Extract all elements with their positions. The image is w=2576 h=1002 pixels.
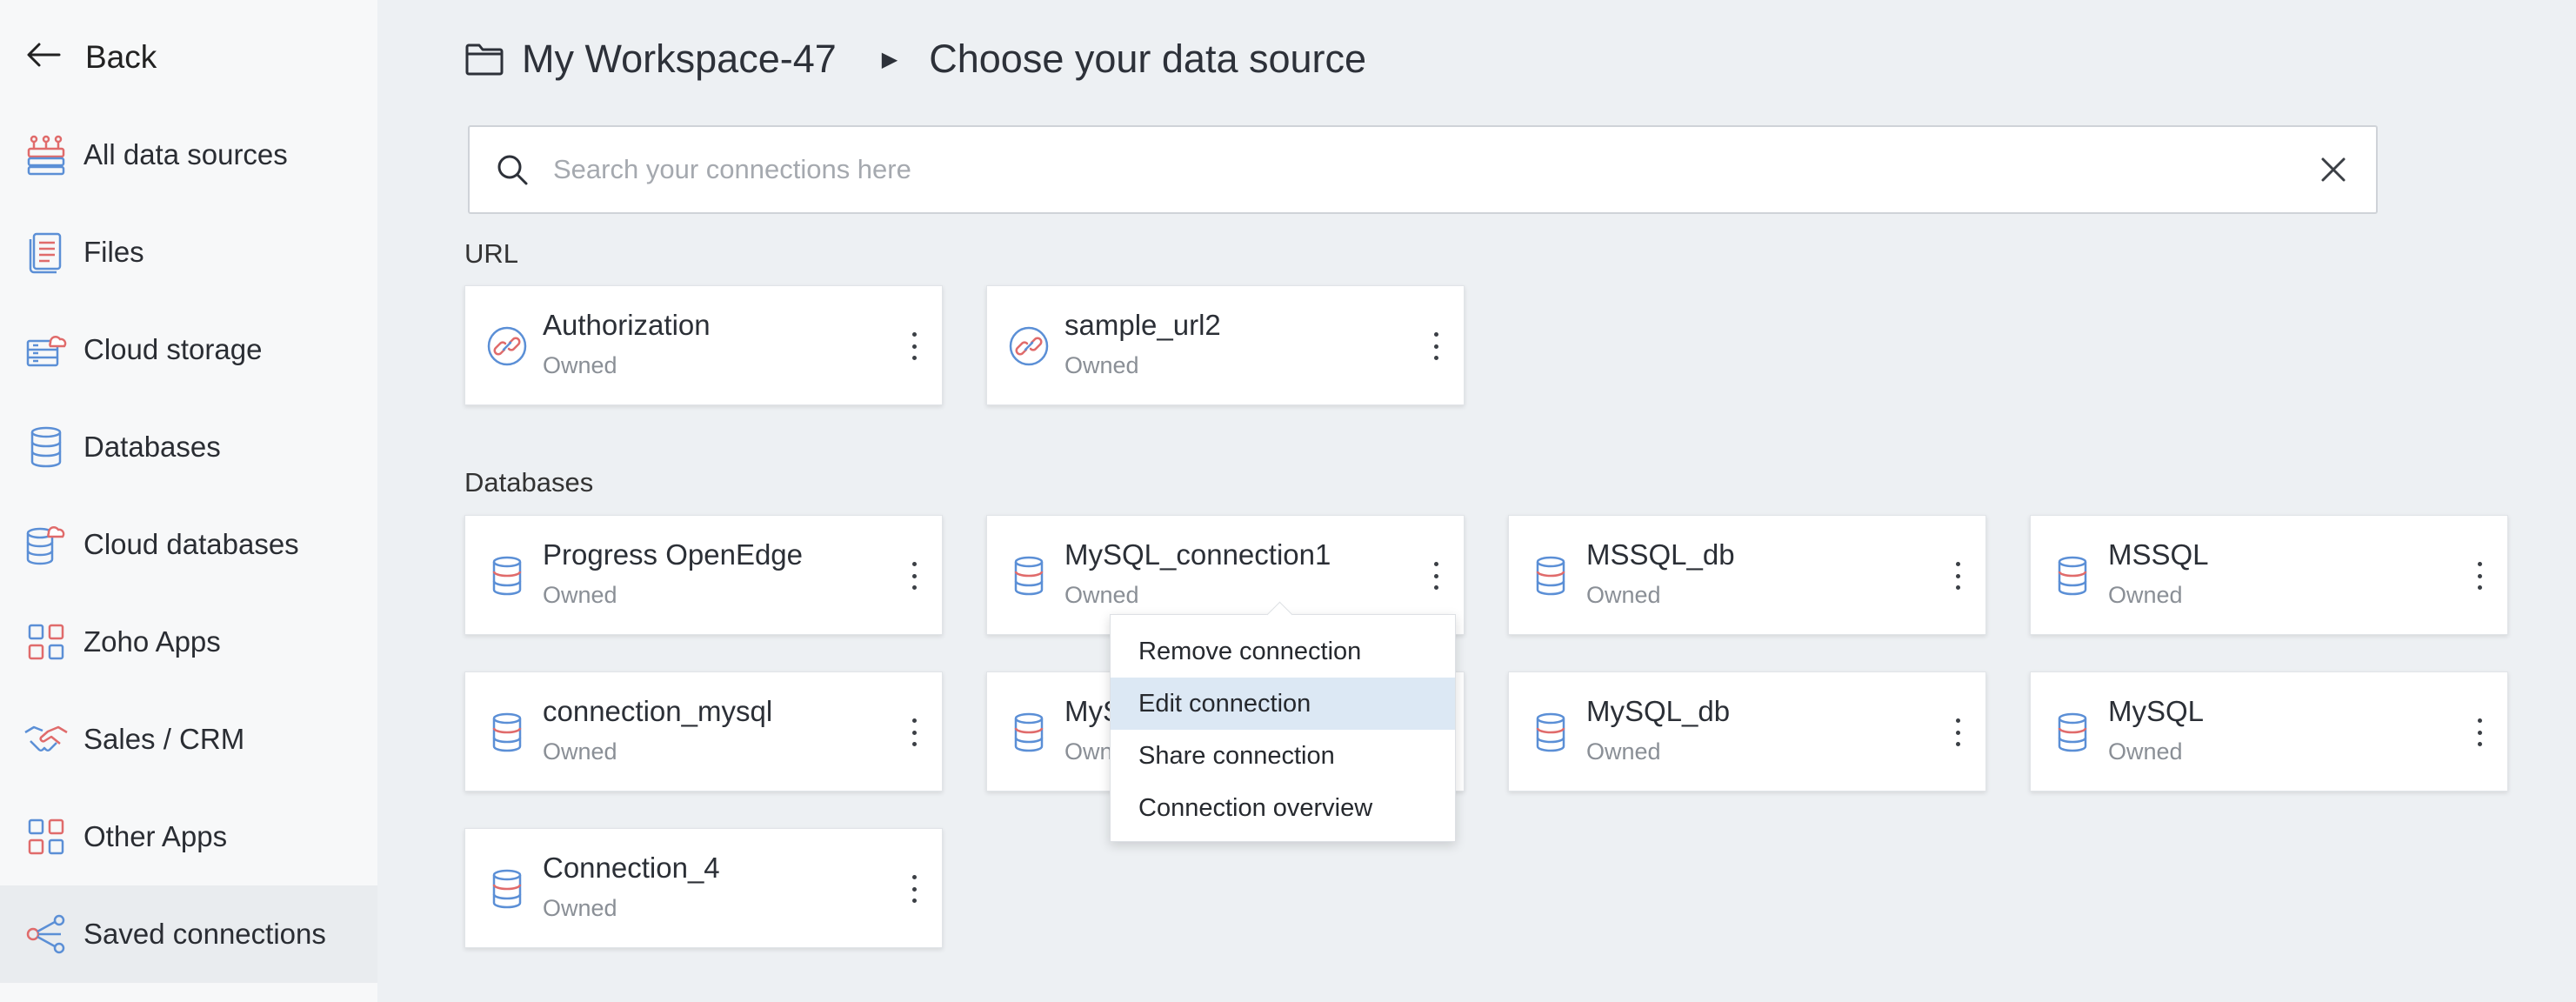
database-icon <box>1004 708 1053 757</box>
link-icon <box>1004 322 1053 371</box>
section-title-databases: Databases <box>464 467 594 498</box>
connection-status: Owned <box>543 895 617 921</box>
connection-status: Owned <box>543 352 617 378</box>
cloud-storage-icon <box>23 326 70 373</box>
connection-status: Owned <box>1064 352 1139 378</box>
sidebar-item-label: All data sources <box>83 138 288 170</box>
database-icon <box>2048 551 2097 600</box>
more-options-icon[interactable] <box>1951 558 1965 593</box>
connection-name: MSSQL <box>2108 538 2209 571</box>
connection-name: sample_url2 <box>1064 309 1221 341</box>
menu-item-edit-connection[interactable]: Edit connection <box>1111 678 1455 730</box>
handshake-icon <box>23 716 70 763</box>
sidebar-item-label: Cloud databases <box>83 528 299 560</box>
search-icon <box>496 153 529 186</box>
database-icon <box>1004 551 1053 600</box>
sidebar: Back All data sources Files Cloud storag… <box>0 0 377 1002</box>
more-options-icon[interactable] <box>907 872 921 906</box>
caret-right-icon: ▶ <box>881 47 898 71</box>
main-content: My Workspace-47 ▶ Choose your data sourc… <box>377 0 2576 1002</box>
connection-name: MSSQL_db <box>1586 538 1735 571</box>
menu-item-share-connection[interactable]: Share connection <box>1138 742 1335 770</box>
more-options-icon[interactable] <box>1429 329 1443 364</box>
more-options-icon[interactable] <box>907 558 921 593</box>
database-icon <box>1526 708 1575 757</box>
sidebar-item-zoho-apps[interactable]: Zoho Apps <box>0 593 377 691</box>
connection-name: MySQL_connection1 <box>1064 538 1331 571</box>
sidebar-item-label: Sales / CRM <box>83 723 245 755</box>
arrow-left-icon <box>26 39 61 76</box>
connection-card[interactable]: MSSQL Owned <box>2030 515 2508 635</box>
section-title-url: URL <box>464 238 519 269</box>
connection-card[interactable]: MySQL_db Owned <box>1508 671 1986 792</box>
connection-status: Owned <box>2108 582 2183 608</box>
connection-name: Authorization <box>543 309 711 341</box>
connection-card[interactable]: connection_mysql Owned <box>464 671 943 792</box>
connection-card[interactable]: Connection_4 Owned <box>464 828 943 948</box>
more-options-icon[interactable] <box>2473 558 2486 593</box>
connection-status: Owned <box>1064 582 1139 608</box>
connection-status: Owned <box>2108 738 2183 765</box>
link-icon <box>483 322 531 371</box>
connection-name: connection_mysql <box>543 695 773 727</box>
sidebar-item-saved-connections[interactable]: Saved connections <box>0 885 377 983</box>
sidebar-item-label: Cloud storage <box>83 333 263 365</box>
back-button[interactable]: Back <box>26 31 157 84</box>
database-icon <box>483 865 531 913</box>
sidebar-item-label: Other Apps <box>83 820 228 852</box>
all-data-sources-icon <box>23 131 70 178</box>
sidebar-item-files[interactable]: Files <box>0 204 377 301</box>
search-box <box>468 125 2378 214</box>
connection-status: Owned <box>543 582 617 608</box>
sidebar-item-all-data-sources[interactable]: All data sources <box>0 106 377 204</box>
back-label: Back <box>85 39 157 75</box>
more-options-icon[interactable] <box>1951 715 1965 750</box>
sidebar-item-cloud-databases[interactable]: Cloud databases <box>0 496 377 593</box>
more-options-icon[interactable] <box>1429 558 1443 593</box>
connection-context-menu: Remove connection Edit connection Share … <box>1110 601 1456 842</box>
sidebar-item-label: Files <box>83 236 144 268</box>
connection-name: MySQL_db <box>1586 695 1731 727</box>
file-icon <box>23 229 70 276</box>
sidebar-item-label: Databases <box>83 431 221 463</box>
cloud-database-icon <box>23 521 70 568</box>
connection-card[interactable]: MySQL Owned <box>2030 671 2508 792</box>
connection-card[interactable]: MSSQL_db Owned <box>1508 515 1986 635</box>
database-icon <box>1526 551 1575 600</box>
database-icon <box>2048 708 2097 757</box>
connection-card[interactable]: Progress OpenEdge Owned <box>464 515 943 635</box>
sidebar-item-sales-crm[interactable]: Sales / CRM <box>0 691 377 788</box>
connection-name: Connection_4 <box>543 852 720 884</box>
connection-status: Owned <box>543 738 617 765</box>
database-icon <box>483 551 531 600</box>
menu-item-remove-connection[interactable]: Remove connection <box>1138 638 1362 665</box>
connection-status: Owned <box>1586 738 1661 765</box>
folder-icon <box>464 42 504 77</box>
more-options-icon[interactable] <box>907 329 921 364</box>
more-options-icon[interactable] <box>907 715 921 750</box>
more-options-icon[interactable] <box>2473 715 2486 750</box>
breadcrumb: My Workspace-47 ▶ Choose your data sourc… <box>464 31 1366 87</box>
connection-card[interactable]: sample_url2 Owned <box>986 285 1465 405</box>
sidebar-item-cloud-storage[interactable]: Cloud storage <box>0 301 377 398</box>
connection-name: Progress OpenEdge <box>543 538 804 571</box>
menu-item-connection-overview[interactable]: Connection overview <box>1138 794 1373 822</box>
sidebar-item-label: Saved connections <box>83 918 326 950</box>
share-nodes-icon <box>23 911 70 958</box>
apps-grid-icon <box>23 813 70 860</box>
database-icon <box>23 424 70 471</box>
apps-grid-icon <box>23 618 70 665</box>
page-title: Choose your data source <box>929 37 1367 81</box>
connection-status: Owned <box>1586 582 1661 608</box>
sidebar-item-label: Zoho Apps <box>83 625 221 658</box>
sidebar-item-other-apps[interactable]: Other Apps <box>0 788 377 885</box>
database-icon <box>483 708 531 757</box>
sidebar-item-databases[interactable]: Databases <box>0 398 377 496</box>
connection-name: MySQL <box>2108 695 2205 727</box>
close-icon[interactable] <box>2320 157 2346 183</box>
search-input[interactable] <box>551 153 2320 186</box>
breadcrumb-workspace[interactable]: My Workspace-47 <box>522 37 837 81</box>
connection-card[interactable]: Authorization Owned <box>464 285 943 405</box>
